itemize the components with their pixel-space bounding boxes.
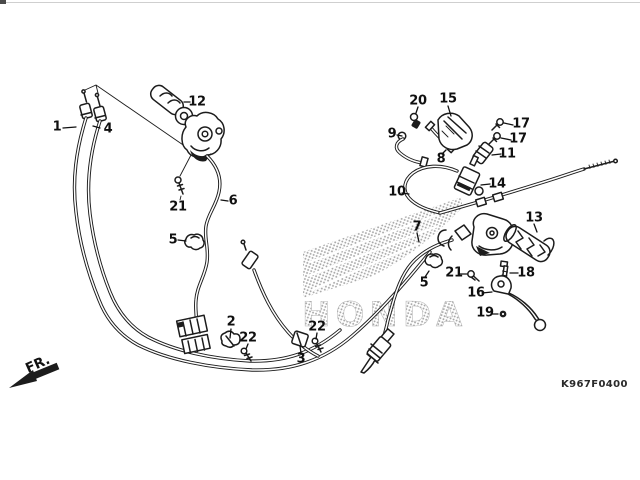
cable-10: [403, 164, 459, 215]
callout-12[interactable]: 12: [188, 94, 206, 110]
callout-11[interactable]: 11: [498, 146, 516, 162]
bolt-17-b: [488, 132, 501, 145]
callout-17[interactable]: 17: [512, 116, 530, 132]
callout-8[interactable]: 8: [436, 151, 446, 167]
callout-17[interactable]: 17: [509, 131, 527, 147]
clamp-3: [291, 330, 309, 348]
clamp-5-left: [184, 233, 205, 251]
callout-21[interactable]: 21: [169, 199, 187, 215]
callout-1[interactable]: 1: [52, 119, 62, 135]
callout-2[interactable]: 2: [226, 314, 236, 330]
leader-line-cables-to-switch: [84, 84, 190, 150]
grommet-20: [409, 112, 421, 129]
callout-6[interactable]: 6: [228, 193, 238, 209]
honda-watermark-text: HONDA: [302, 295, 467, 335]
throttle-cable-long: [438, 158, 619, 215]
callout-15[interactable]: 15: [439, 91, 457, 107]
callout-22[interactable]: 22: [239, 330, 257, 346]
callout-22[interactable]: 22: [308, 319, 326, 335]
harness-6: [194, 154, 222, 324]
callout-5[interactable]: 5: [419, 275, 429, 291]
screw-22-b: [311, 337, 324, 353]
callout-7[interactable]: 7: [412, 219, 422, 235]
screw-21-left: [174, 176, 185, 201]
page-top-edge: [0, 2, 640, 3]
honda-watermark: HONDA: [302, 197, 467, 335]
callout-4[interactable]: 4: [103, 121, 113, 137]
throttle-grip-13: [503, 223, 555, 263]
nut-19: [499, 310, 507, 318]
callout-5[interactable]: 5: [168, 232, 178, 248]
callout-18[interactable]: 18: [517, 265, 535, 281]
screw-21-right: [467, 270, 480, 282]
fr-direction-arrow: FR.: [9, 352, 60, 388]
callout-10[interactable]: 10: [388, 184, 406, 200]
mid-cable-fitting: [240, 239, 320, 358]
left-switch-housing: [179, 111, 225, 177]
callout-3[interactable]: 3: [296, 351, 306, 367]
brake-lever-16: [490, 275, 547, 332]
callout-20[interactable]: 20: [409, 93, 427, 109]
bracket-15: [437, 112, 473, 151]
cable-9: [394, 131, 429, 168]
left-grip-12: [149, 84, 194, 126]
switch-14: [453, 154, 484, 196]
clamp-5-right: [424, 253, 444, 269]
callout-14[interactable]: 14: [488, 176, 506, 192]
drawing-code: K967F0400: [561, 379, 628, 390]
callout-16[interactable]: 16: [467, 285, 485, 301]
callout-21[interactable]: 21: [445, 265, 463, 281]
cable-7-connector: [360, 328, 395, 374]
bolt-17-a: [491, 118, 504, 131]
callout-13[interactable]: 13: [525, 210, 543, 226]
clamp-2: [220, 330, 241, 349]
scan-corner-artifact: [0, 0, 6, 4]
cable-bundle: [72, 116, 432, 372]
screw-22-a: [240, 347, 253, 362]
callout-leader-lines: [62, 101, 538, 354]
harness-connectors: [175, 314, 211, 355]
cable-end-1: [79, 89, 93, 120]
callout-9[interactable]: 9: [387, 126, 397, 142]
cable-end-4: [93, 92, 107, 123]
callout-19[interactable]: 19: [476, 305, 494, 321]
